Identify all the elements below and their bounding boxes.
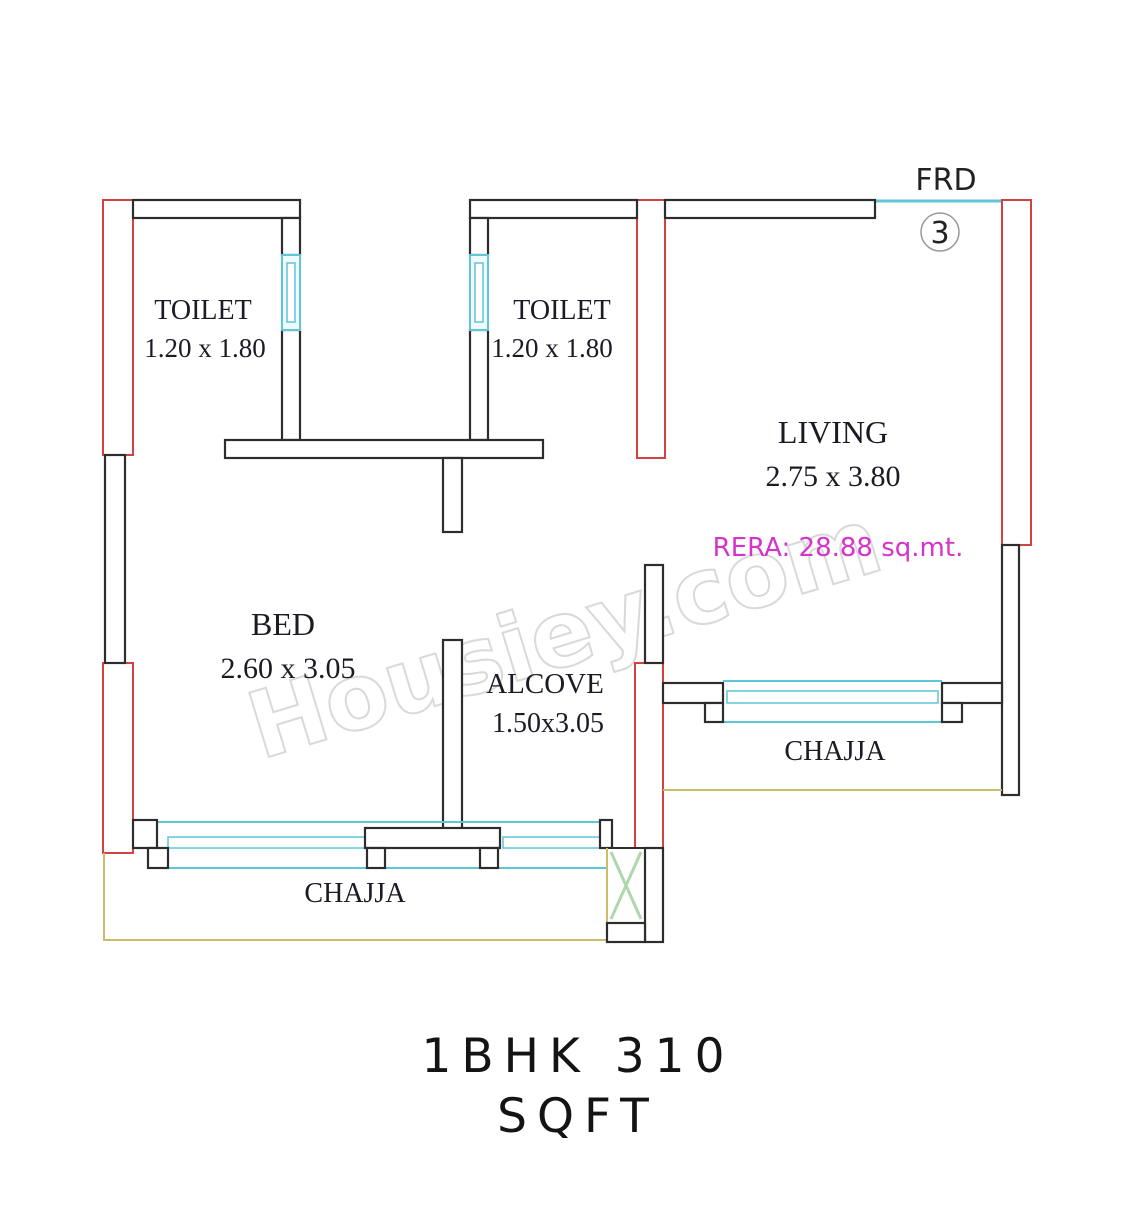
interior-walls-black xyxy=(103,198,1021,834)
bed-window-icon xyxy=(157,821,607,869)
exterior-walls-red xyxy=(102,199,1032,854)
duct-shaft-icon xyxy=(605,846,665,944)
room-dims-toilet1: 1.20 x 1.80 xyxy=(144,333,266,363)
room-dims-bed: 2.60 x 3.05 xyxy=(221,652,356,685)
column-number: 3 xyxy=(930,216,949,251)
rera-area-note: RERA: 28.88 sq.mt. xyxy=(713,533,964,563)
chajja-bottom-boundary xyxy=(103,853,607,941)
room-label-chajja-right: CHAJJA xyxy=(784,736,886,767)
room-label-toilet1: TOILET xyxy=(154,295,251,326)
bed-balcony-walls xyxy=(131,818,614,870)
living-window-icon xyxy=(705,680,960,723)
room-dims-toilet2: 1.20 x 1.80 xyxy=(491,333,613,363)
living-balcony-walls xyxy=(661,681,1004,724)
room-label-bed: BED xyxy=(251,606,315,642)
room-dims-living: 2.75 x 3.80 xyxy=(766,460,901,493)
room-label-chajja-bottom: CHAJJA xyxy=(304,878,406,909)
plan-title-line1: 1BHK 310 xyxy=(422,1029,735,1084)
column-marker: 3 xyxy=(920,212,960,252)
toilet2-window-icon xyxy=(469,254,489,331)
room-label-alcove: ALCOVE xyxy=(486,668,604,700)
frd-label: FRD xyxy=(915,163,976,198)
room-label-living: LIVING xyxy=(778,414,888,450)
plan-title-line2: SQFT xyxy=(497,1089,659,1144)
room-dims-alcove: 1.50x3.05 xyxy=(492,708,604,739)
toilet1-window-icon xyxy=(281,254,301,331)
room-label-toilet2: TOILET xyxy=(513,295,610,326)
